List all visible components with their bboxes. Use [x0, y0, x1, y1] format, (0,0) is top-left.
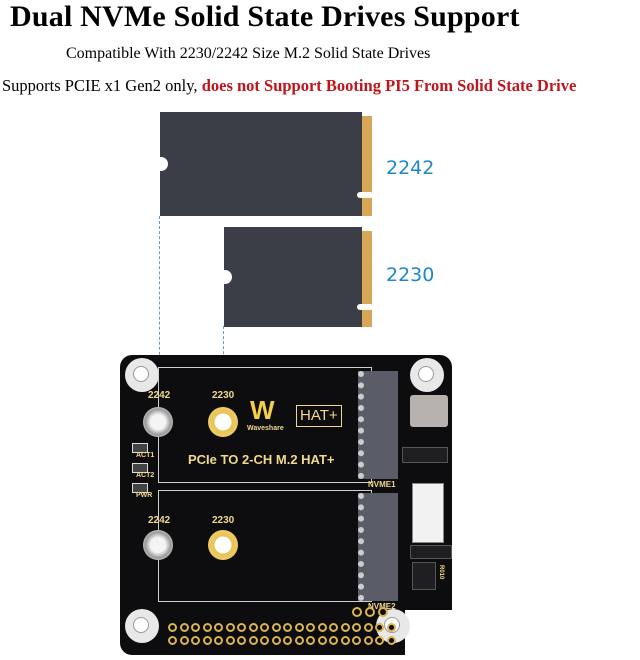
- led-label-act2: ACT2: [136, 472, 155, 479]
- resistor-array: [402, 447, 448, 463]
- slot2-outline: [158, 490, 372, 602]
- ssd-2242: [154, 112, 373, 216]
- ssd-2230: [218, 227, 373, 327]
- standoff-label-2230-bottom: 2230: [212, 515, 235, 526]
- mounting-hole: [125, 609, 159, 643]
- compatibility-subtitle: Compatible With 2230/2242 Size M.2 Solid…: [66, 45, 431, 62]
- mounting-hole: [410, 358, 444, 392]
- standoff-2242-nvme2: [143, 530, 173, 560]
- led-act1: [132, 443, 148, 453]
- pcie-hat-board: NVME1 NVME2 2242 2230 2242 2230 W Wavesh…: [120, 355, 453, 660]
- ssd-2242-label: 2242: [386, 157, 435, 179]
- mount-notch: [154, 157, 168, 171]
- key-notch: [357, 192, 373, 198]
- slot-label-nvme2: NVME2: [368, 602, 396, 611]
- hat-plus-badge: HAT+: [296, 405, 342, 427]
- led-label-act1: ACT1: [136, 452, 155, 459]
- ipc-marking: R010: [438, 565, 444, 580]
- gold-contacts: [362, 116, 372, 216]
- standoff-2230-nvme1: [208, 407, 238, 437]
- mounting-hole: [125, 358, 159, 392]
- boot-warning: does not Support Booting PI5 From Solid …: [201, 76, 577, 95]
- m2-slot-nvme1: [358, 371, 398, 479]
- test-pad: [365, 607, 375, 617]
- product-name: PCIe TO 2-CH M.2 HAT+: [188, 452, 335, 467]
- eeprom-chip: [412, 562, 436, 590]
- standoff-2230-nvme2: [208, 530, 238, 560]
- gold-contacts: [362, 231, 372, 327]
- m2-slot-nvme2: [358, 493, 398, 601]
- gpio-header: [168, 623, 398, 653]
- standoff-label-2242-top: 2242: [148, 390, 171, 401]
- led-label-pwr: PWR: [136, 492, 153, 499]
- inductor: [410, 395, 448, 427]
- key-notch: [357, 304, 373, 310]
- standoff-2242-nvme1: [143, 407, 173, 437]
- pcie-fpc-connector: [412, 483, 444, 543]
- led-act2: [132, 463, 148, 473]
- led-pwr: [132, 483, 148, 493]
- board-cutout: [405, 610, 453, 660]
- resistor-array-2: [410, 545, 452, 559]
- mount-notch: [218, 270, 232, 284]
- slot-label-nvme1: NVME1: [368, 480, 396, 489]
- ssd-2230-label: 2230: [386, 264, 435, 286]
- pcie-support-note: Supports PCIE x1 Gen2 only, does not Sup…: [2, 75, 576, 97]
- standoff-label-2230-top: 2230: [212, 390, 235, 401]
- brand-name: Waveshare: [247, 425, 284, 432]
- note-text: Supports PCIE x1 Gen2 only,: [2, 76, 202, 95]
- test-pad: [352, 607, 362, 617]
- page-title: Dual NVMe Solid State Drives Support: [10, 0, 520, 33]
- test-pad: [378, 607, 388, 617]
- waveshare-logo-icon: W: [250, 395, 275, 425]
- standoff-label-2242-bottom: 2242: [148, 515, 171, 526]
